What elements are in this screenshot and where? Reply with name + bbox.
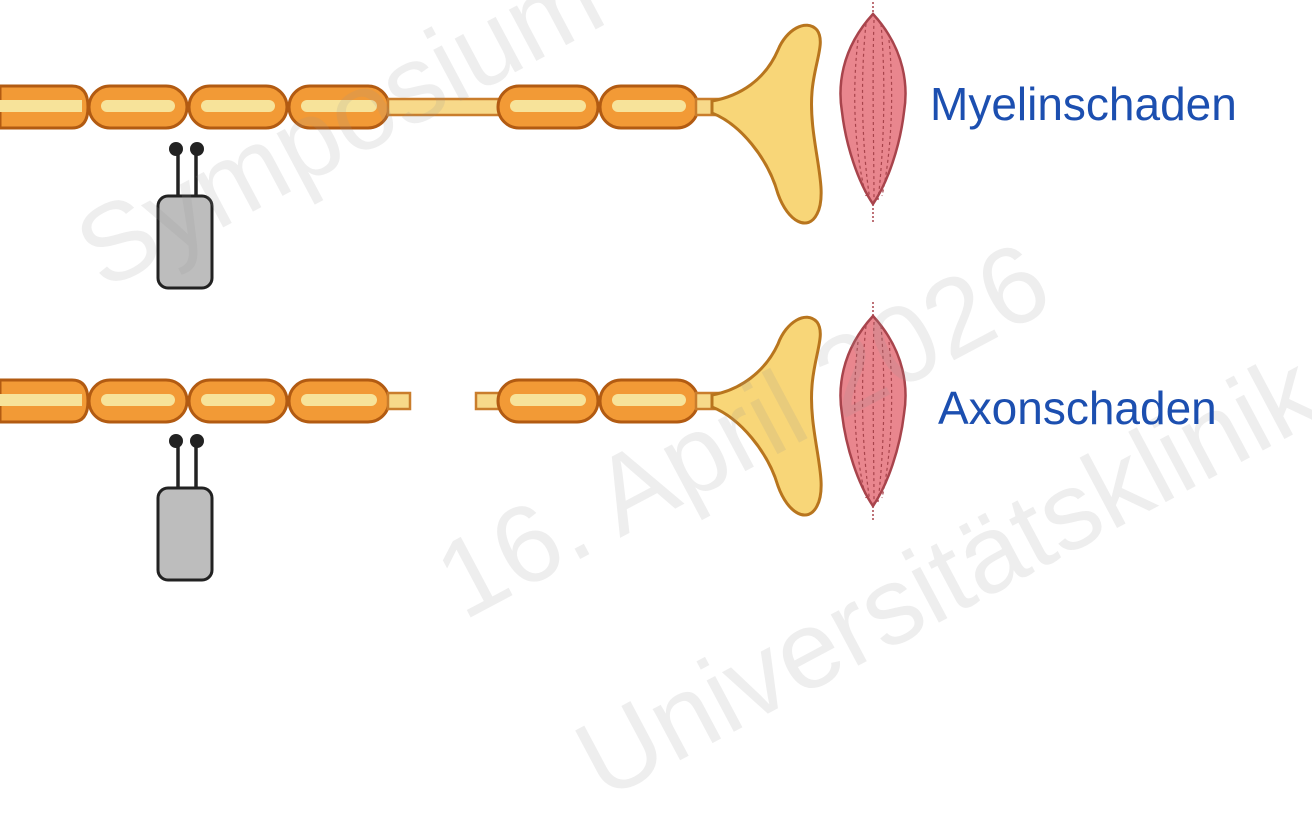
- demyelinated-axon: [388, 99, 500, 115]
- muscle-icon: [840, 2, 905, 222]
- axon-damage-label: Axonschaden: [938, 385, 1217, 431]
- axon-core: [301, 100, 377, 112]
- axon-terminal-icon: [712, 317, 821, 515]
- axon-core: [510, 394, 586, 406]
- axon-core: [0, 394, 82, 406]
- axon-damage-row: [0, 302, 906, 580]
- axon-core: [101, 100, 175, 112]
- axon-segment: [388, 393, 410, 409]
- myelin-damage-label: Myelinschaden: [930, 81, 1237, 127]
- axon-core: [510, 100, 586, 112]
- muscle-icon: [840, 302, 905, 522]
- axon-core: [201, 394, 275, 406]
- myelin-damage-row: [0, 2, 906, 288]
- axon-terminal-icon: [712, 25, 821, 223]
- axon-core: [301, 394, 377, 406]
- axon-core: [101, 394, 175, 406]
- electrode-icon: [158, 142, 212, 288]
- diagram-stage: Symposium 16. April 2026 Universitätskli…: [0, 0, 1312, 584]
- axon-core: [612, 100, 686, 112]
- axon-core: [0, 100, 82, 112]
- axon-core: [612, 394, 686, 406]
- nerve-fiber-icon: [0, 86, 726, 128]
- electrode-icon: [158, 434, 212, 580]
- axon-core: [201, 100, 275, 112]
- nerve-fiber-icon: [0, 380, 726, 422]
- axon-segment: [476, 393, 500, 409]
